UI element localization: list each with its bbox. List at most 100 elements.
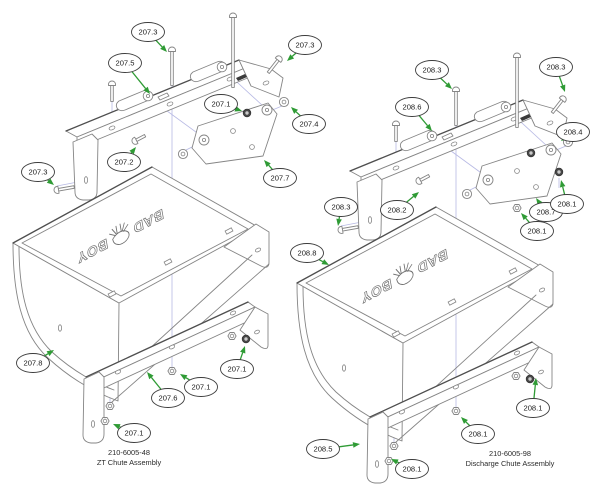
callout-207.2: 207.2 bbox=[107, 147, 141, 172]
callout-207.1: 207.1 bbox=[220, 346, 254, 379]
callout-207.1: 207.1 bbox=[204, 94, 242, 114]
callout-label: 208.1 bbox=[527, 227, 546, 236]
callout-208.3: 208.3 bbox=[415, 60, 452, 89]
callout-arrow-icon bbox=[143, 86, 150, 94]
callout-label: 207.2 bbox=[114, 158, 133, 167]
callout-label: 208.4 bbox=[563, 128, 582, 137]
callout-bubble bbox=[520, 221, 554, 241]
callout-bubble bbox=[107, 152, 141, 172]
callout-label: 207.3 bbox=[28, 168, 47, 177]
callout-bubble bbox=[16, 353, 50, 373]
callout-bubble bbox=[556, 122, 590, 142]
callout-208.6: 208.6 bbox=[395, 97, 432, 131]
callout-arrow-icon bbox=[287, 54, 295, 61]
callout-bubble bbox=[108, 53, 142, 73]
callout-bubble bbox=[131, 22, 165, 42]
callout-label: 208.1 bbox=[557, 200, 576, 209]
callout-207.6: 207.6 bbox=[147, 372, 185, 408]
zt-part-number: 210-6005-48 bbox=[108, 448, 150, 457]
callout-208.3: 208.3 bbox=[324, 197, 358, 226]
flange-nut bbox=[554, 167, 564, 177]
discharge-assembly-name: Discharge Chute Assembly bbox=[466, 459, 555, 468]
callout-label: 208.7 bbox=[536, 208, 555, 217]
callout-207.5: 207.5 bbox=[108, 53, 150, 94]
callout-207.4: 207.4 bbox=[291, 107, 326, 134]
callout-arrow-icon bbox=[444, 82, 452, 89]
callout-arrow-icon bbox=[160, 44, 167, 52]
callout-label: 207.6 bbox=[158, 394, 177, 403]
callout-label: 208.1 bbox=[402, 465, 421, 474]
caption-zt: 210-6005-48 ZT Chute Assembly bbox=[97, 448, 162, 467]
callout-bubble bbox=[204, 94, 238, 114]
callout-label: 208.6 bbox=[402, 103, 421, 112]
callout-207.8: 207.8 bbox=[16, 350, 54, 373]
hex-nut bbox=[512, 204, 522, 212]
callout-208.1: 208.1 bbox=[516, 378, 550, 418]
caption-discharge: 210-6005-98 Discharge Chute Assembly bbox=[466, 449, 555, 468]
callout-label: 208.3 bbox=[331, 203, 350, 212]
callout-label: 207.5 bbox=[115, 59, 134, 68]
part-callouts-layer: 207.3 207.3 207.5 207.1 207.4 207.2 207.7 207.3… bbox=[16, 22, 590, 479]
callout-208.2: 208.2 bbox=[380, 192, 419, 220]
zt-assembly-art bbox=[13, 13, 289, 443]
callout-bubble bbox=[461, 424, 495, 444]
callout-label: 207.4 bbox=[299, 120, 318, 129]
callout-label: 207.3 bbox=[138, 28, 157, 37]
callout-bubble bbox=[395, 97, 429, 117]
callout-arrow-icon bbox=[291, 107, 299, 114]
callout-bubble bbox=[550, 194, 584, 214]
callout-arrow-icon bbox=[559, 84, 566, 92]
discharge-extra-hardware bbox=[512, 167, 564, 212]
discharge-assembly-art bbox=[297, 53, 573, 483]
callout-arrow-icon bbox=[391, 459, 399, 465]
callout-208.1: 208.1 bbox=[391, 459, 429, 479]
callout-207.3: 207.3 bbox=[131, 22, 167, 52]
callout-label: 207.1 bbox=[227, 365, 246, 374]
callout-label: 208.3 bbox=[422, 66, 441, 75]
callout-bubble bbox=[184, 377, 218, 397]
callout-208.1: 208.1 bbox=[550, 180, 584, 214]
callout-arrow-icon bbox=[46, 350, 54, 357]
callout-207.3: 207.3 bbox=[21, 162, 55, 185]
callout-bubble bbox=[539, 57, 573, 77]
callout-arrow-icon bbox=[461, 417, 468, 424]
callout-bubble bbox=[117, 423, 151, 443]
callout-bubble bbox=[288, 35, 322, 55]
callout-bubble bbox=[263, 168, 297, 188]
callout-arrow-icon bbox=[129, 147, 136, 155]
callout-arrow-icon bbox=[113, 424, 121, 430]
callout-207.7: 207.7 bbox=[263, 160, 297, 188]
callout-bubble bbox=[324, 197, 358, 217]
callout-208.3: 208.3 bbox=[539, 57, 573, 92]
callout-207.1: 207.1 bbox=[113, 423, 151, 443]
callout-label: 208.1 bbox=[468, 430, 487, 439]
callout-arrow-icon bbox=[352, 442, 360, 448]
callout-label: 207.3 bbox=[295, 41, 314, 50]
callout-label: 208.2 bbox=[387, 206, 406, 215]
callout-bubble bbox=[306, 439, 340, 459]
callout-arrow-icon bbox=[336, 218, 342, 226]
callout-label: 208.5 bbox=[313, 445, 332, 454]
callout-207.1: 207.1 bbox=[180, 374, 218, 397]
discharge-part-number: 210-6005-98 bbox=[489, 449, 531, 458]
callout-label: 207.1 bbox=[211, 100, 230, 109]
callout-bubble bbox=[395, 459, 429, 479]
callout-208.5: 208.5 bbox=[306, 439, 360, 459]
callout-arrow-icon bbox=[411, 192, 419, 199]
callout-label: 207.1 bbox=[191, 383, 210, 392]
callout-bubble bbox=[151, 388, 185, 408]
callout-arrow-icon bbox=[532, 378, 539, 386]
callout-arrow-icon bbox=[147, 372, 154, 380]
callout-arrow-icon bbox=[264, 160, 271, 168]
callout-arrow-icon bbox=[180, 374, 188, 381]
callout-208.1: 208.1 bbox=[461, 417, 495, 444]
zt-assembly-name: ZT Chute Assembly bbox=[97, 458, 162, 467]
callout-arrow-icon bbox=[521, 213, 528, 221]
callout-bubble bbox=[380, 200, 414, 220]
callout-arrow-icon bbox=[240, 346, 246, 354]
callout-arrow-icon bbox=[46, 178, 54, 185]
callout-label: 207.1 bbox=[124, 429, 143, 438]
callout-label: 208.1 bbox=[523, 404, 542, 413]
